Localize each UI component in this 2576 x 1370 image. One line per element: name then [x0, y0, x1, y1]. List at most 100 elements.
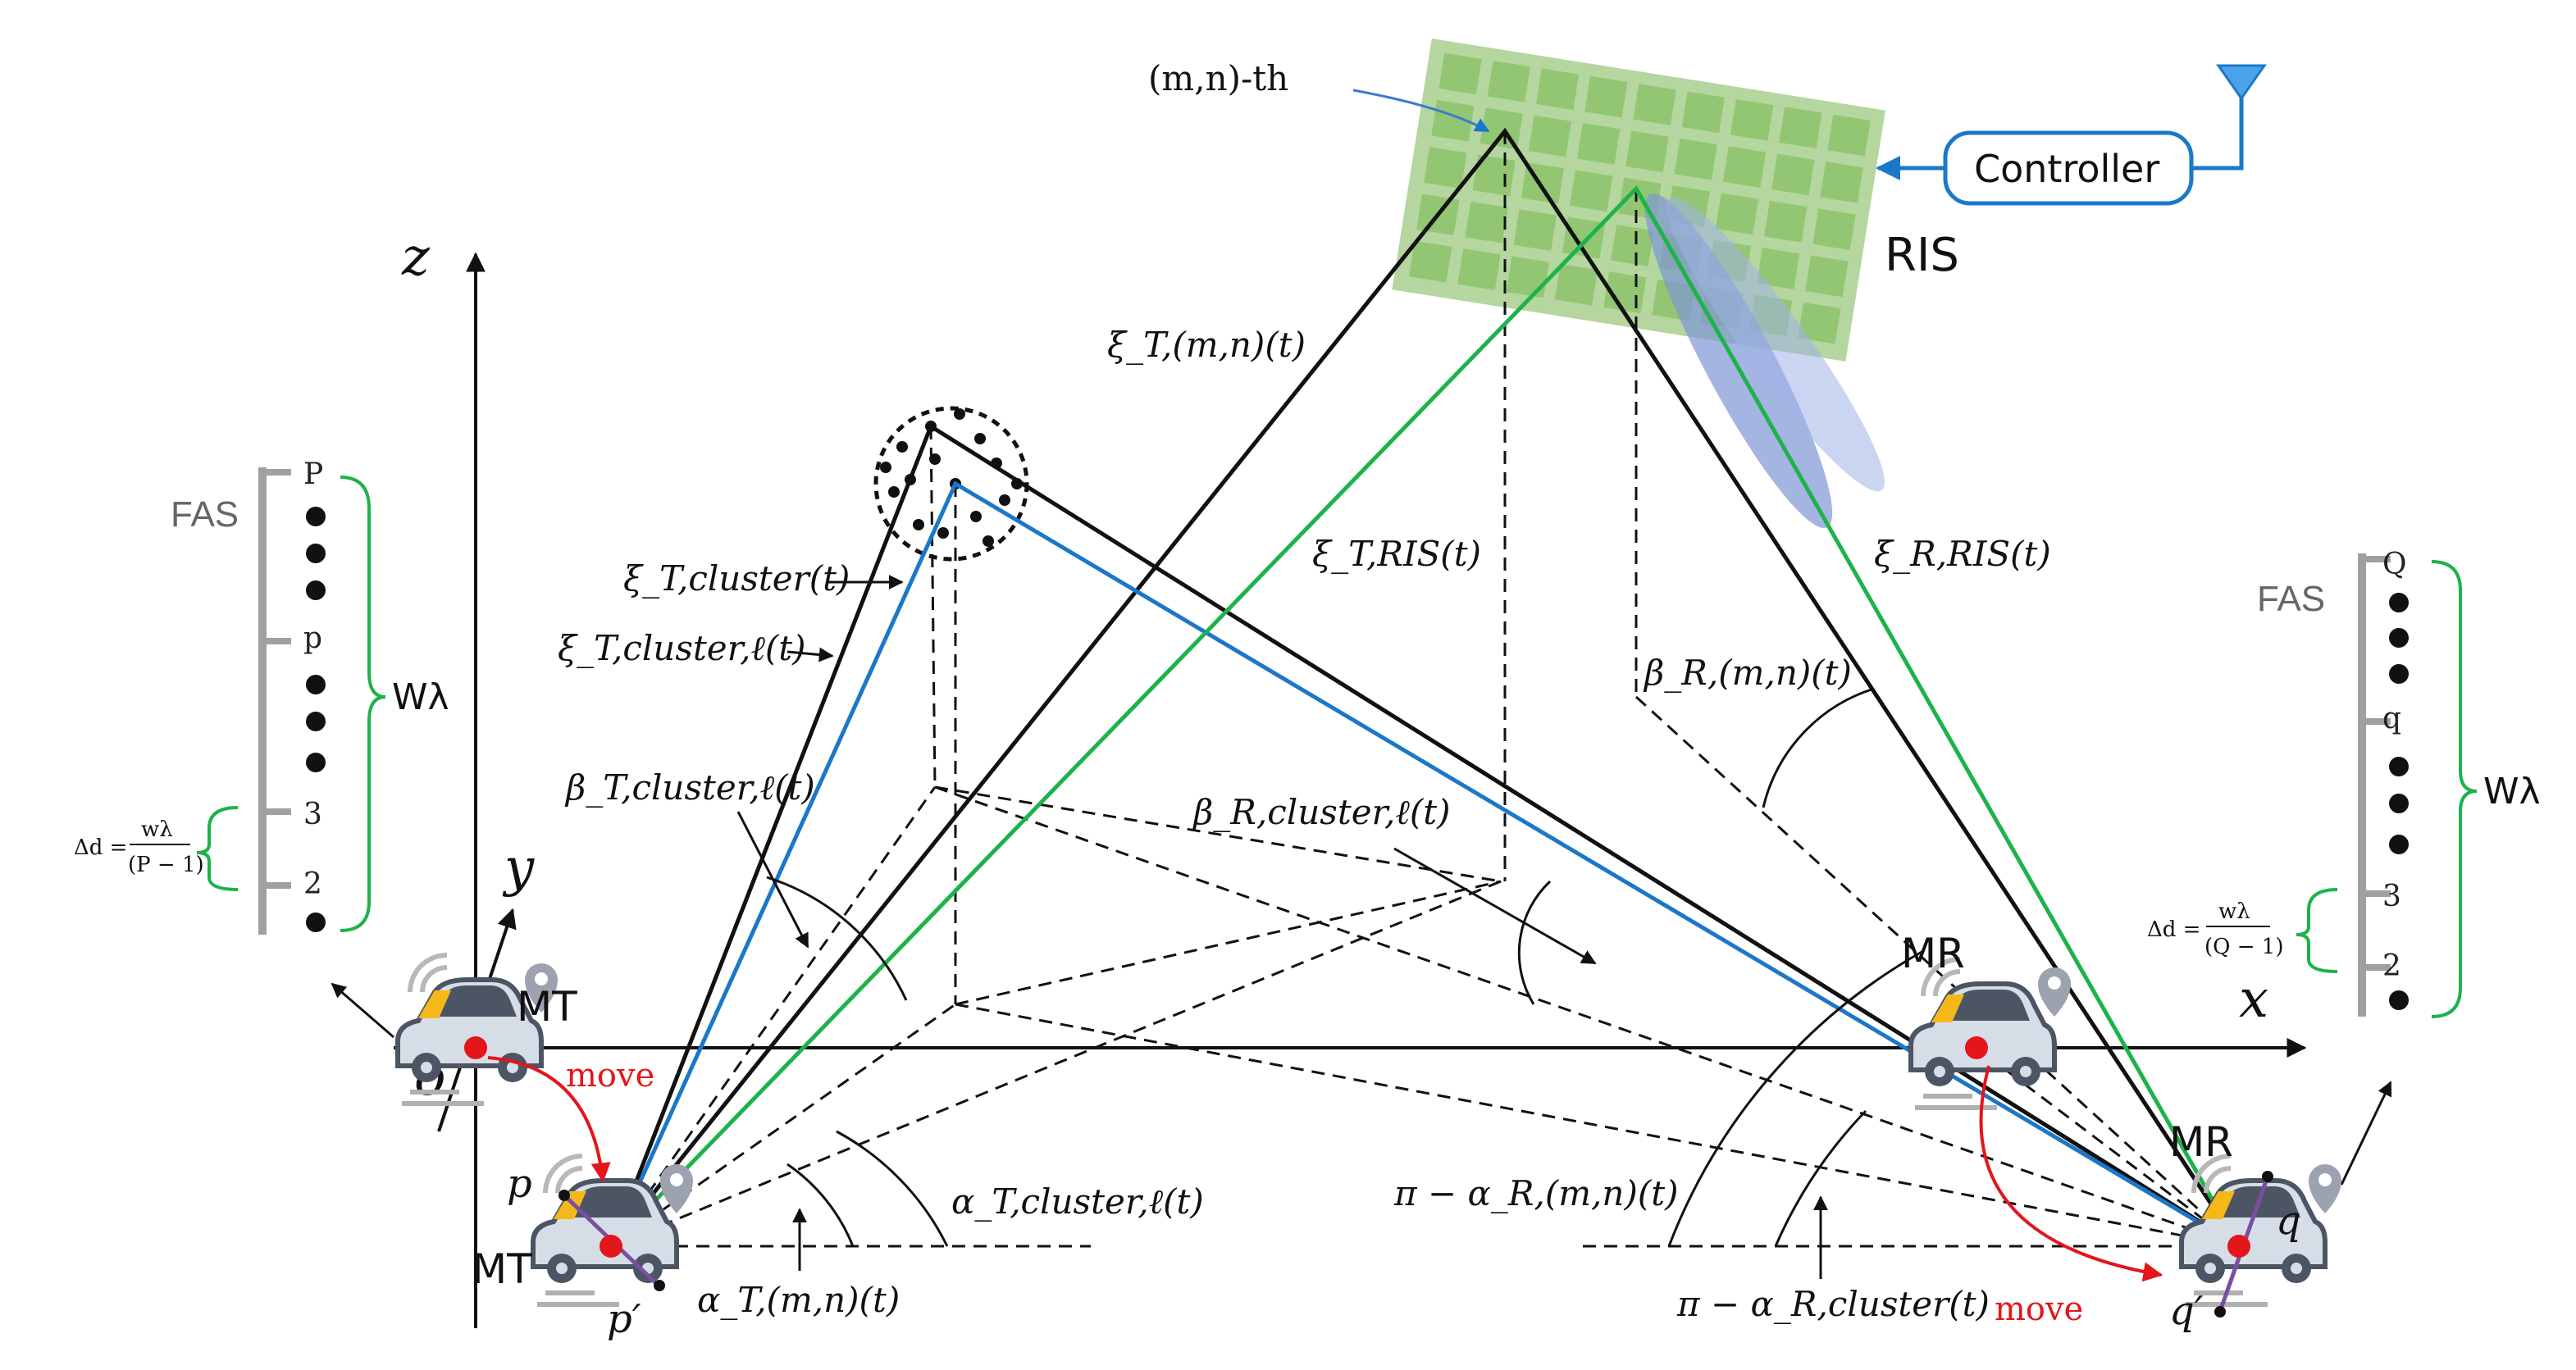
path-T-RIS: [609, 184, 2241, 1248]
ris-element: [1438, 52, 1482, 95]
ris-element: [1730, 98, 1774, 141]
ris-element: [1674, 138, 1717, 180]
label-alpha-T-cluster-l: α_T,cluster,ℓ(t): [951, 1181, 1204, 1222]
ris-element: [1812, 208, 1856, 250]
ris-element: [1722, 146, 1767, 188]
ris-element: [1779, 107, 1822, 149]
ris-element: [1431, 99, 1475, 142]
scatterer: [974, 433, 986, 444]
label-xi-T-cluster: ξ_T,cluster(t): [623, 558, 850, 599]
fas-right-port: [2389, 757, 2409, 776]
move-label-left: move: [566, 1057, 654, 1095]
q-lower-label: q′: [2169, 1288, 2204, 1334]
ris-element: [1465, 201, 1508, 244]
ris-element: [1457, 248, 1501, 290]
fas-right-port: [2389, 593, 2409, 612]
fas-left-port: [306, 675, 326, 694]
fas-left-port: [306, 753, 326, 772]
controller-antenna-feed: [2191, 90, 2244, 171]
ris-element: [1506, 256, 1549, 298]
scatterer: [999, 494, 1010, 506]
ris-element: [1681, 91, 1725, 134]
scatterer: [937, 527, 949, 539]
mt-moved-marker: [600, 1235, 622, 1258]
scatterer: [880, 462, 891, 473]
fas-left-delta-num: wλ: [141, 817, 173, 842]
fas-left-mid-index: p: [303, 621, 322, 655]
move-arrow-left: [487, 1056, 611, 1183]
fas-right-delta-lhs: Δd =: [2147, 917, 2200, 942]
mr-car-upper: [1911, 959, 2071, 1108]
fas-right-mid-index: q: [2382, 702, 2401, 735]
fas-left-port: [306, 544, 326, 563]
label-xi-R-RIS: ξ_R,RIS(t): [1874, 534, 2051, 574]
fas-left-port: [306, 913, 326, 932]
scatterer: [896, 441, 908, 453]
fas-left-port: [306, 507, 326, 526]
ris-element: [1764, 200, 1808, 243]
mn-th-label: (m,n)-th: [1148, 58, 1288, 98]
mt-label-bottom: MT: [472, 1245, 532, 1293]
ris-element: [1479, 107, 1523, 149]
fas-right-span: Wλ: [2483, 771, 2541, 812]
fas-right-title: FAS: [2257, 579, 2325, 619]
z-axis-label: z: [401, 227, 431, 288]
fas-left-span: Wλ: [392, 676, 449, 718]
ris-element: [1827, 114, 1871, 157]
ris-element: [1562, 216, 1606, 259]
mr-upper-marker: [1965, 1036, 1988, 1059]
ris-element: [1487, 61, 1530, 102]
scatterer: [888, 486, 900, 498]
q-upper-label: q: [2276, 1198, 2301, 1244]
label-pi-alpha-R-mn: π − α_R,(m,n)(t): [1393, 1173, 1678, 1213]
x-axis-label: x: [2239, 969, 2268, 1030]
ris-element: [1820, 162, 1863, 203]
fas-left-title: FAS: [171, 494, 239, 535]
fas-right-delta-num: wλ: [2218, 899, 2250, 924]
label-beta-R-cluster-l: β_R,cluster,ℓ(t): [1192, 792, 1451, 832]
label-xi-T-mn: ξ_T,(m,n)(t): [1107, 325, 1306, 365]
fas-left: FAS P p 3 2 Wλ Δd = wλ (P − 1): [74, 457, 449, 935]
fas-right-port: [2389, 794, 2409, 813]
mt-car-moved: [533, 1156, 693, 1304]
fas-left-port: [306, 580, 326, 600]
mr-label-bottom: MR: [2169, 1118, 2233, 1166]
scatterer: [954, 408, 965, 420]
fas-right: FAS Q q 3 2 Wλ Δd = wλ (Q − 1): [2147, 548, 2541, 1018]
ris-element: [1805, 255, 1849, 298]
ris-element: [1584, 75, 1628, 118]
mn-th-pointer: [1352, 89, 1490, 133]
ris-beam-lobe-2: [1666, 197, 1885, 492]
fas-right-port: [2389, 628, 2409, 648]
fas-left-delta-lhs: Δd =: [74, 835, 127, 860]
fas-left-top-index: P: [303, 457, 323, 491]
fas-left-idx3: 3: [303, 798, 322, 831]
mr-lower-marker: [2227, 1235, 2250, 1258]
ris-element: [1577, 123, 1621, 165]
y-axis-label: y: [502, 838, 535, 899]
p-lower-label: p′: [607, 1296, 641, 1342]
pointer-fas-left: [331, 982, 394, 1039]
fas-right-idx3: 3: [2382, 880, 2401, 913]
ris-element: [1715, 193, 1759, 235]
ris-element: [1633, 84, 1676, 125]
move-arrow-right: [1979, 1065, 2163, 1282]
ris-element: [1409, 240, 1452, 283]
fas-right-port: [2389, 990, 2409, 1010]
scatterer: [970, 511, 982, 522]
pointer-fas-right: [2340, 1081, 2392, 1186]
scatter-cluster: [873, 406, 1029, 562]
ris-element: [1569, 170, 1613, 212]
fas-left-port: [306, 712, 326, 731]
fas-left-delta-den: (P − 1): [128, 853, 204, 877]
fas-right-top-index: Q: [2382, 548, 2407, 581]
ris-element: [1756, 248, 1800, 289]
ris-element: [1535, 68, 1580, 111]
pointer-xi-T-cluster-l: [786, 647, 834, 662]
ris-panel: [1392, 39, 1885, 362]
ris-element: [1424, 147, 1467, 189]
ris-beam-lobe: [1644, 193, 1833, 529]
label-beta-T-cluster-l: β_T,cluster,ℓ(t): [564, 767, 815, 808]
ris-element: [1798, 302, 1841, 344]
